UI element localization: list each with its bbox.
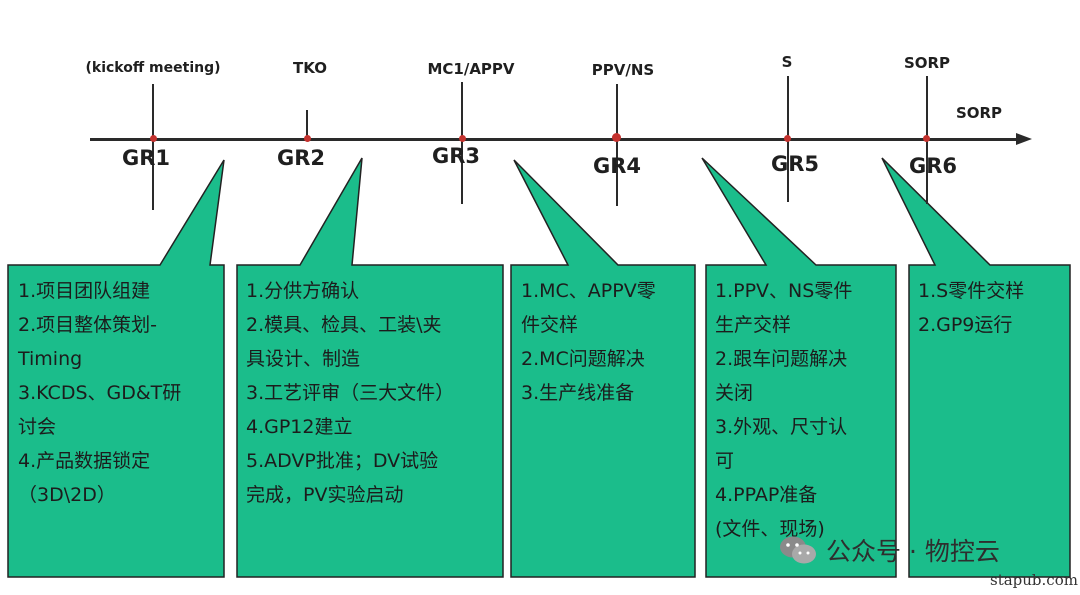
watermark: 公众号 · 物控云 <box>778 532 1000 568</box>
tick-gr4 <box>616 84 618 206</box>
box-gr3-text: 1.MC、APPV零 件交样 2.MC问题解决 3.生产线准备 <box>521 274 656 410</box>
callout-box-gr1 <box>7 159 225 578</box>
box-line: 1.S零件交样 <box>918 280 1025 302</box>
box-line: 3.生产线准备 <box>521 382 635 404</box>
callout-box-gr3 <box>510 159 696 578</box>
callout-box-gr2 <box>236 157 504 578</box>
site-watermark: stapub.com <box>990 571 1078 589</box>
milestone-label-gr4: PPV/NS <box>591 61 655 79</box>
box-line: 1.项目团队组建 <box>18 280 151 302</box>
box-line: 2.跟车问题解决 <box>715 348 848 370</box>
timeline-arrow-icon <box>1016 133 1032 145</box>
box-line: 生产交样 <box>715 314 792 336</box>
gate-dot-gr2 <box>304 135 311 142</box>
box-line: 关闭 <box>715 382 754 404</box>
box-gr1-text: 1.项目团队组建 2.项目整体策划- Timing 3.KCDS、GD&T研 讨… <box>18 274 181 512</box>
gate-dot-gr6 <box>923 135 930 142</box>
box-line: 5.ADVP批准；DV试验 <box>246 450 439 472</box>
gate-label-gr4: GR4 <box>592 154 642 178</box>
box-gr2-text: 1.分供方确认 2.模具、检具、工装\夹 具设计、制造 3.工艺评审（三大文件）… <box>246 274 454 512</box>
gate-label-gr6: GR6 <box>908 154 958 178</box>
gate-dot-gr4 <box>612 133 621 142</box>
gate-label-gr3: GR3 <box>431 144 481 168</box>
timeline-end-label: SORP <box>955 104 1003 122</box>
box-line: 具设计、制造 <box>246 348 361 370</box>
box-line: 3.外观、尺寸认 <box>715 416 848 438</box>
watermark-text: 公众号 · 物控云 <box>826 537 1000 566</box>
gate-dot-gr5 <box>784 135 791 142</box>
box-line: （3D\2D） <box>18 484 116 506</box>
milestone-label-gr3: MC1/APPV <box>427 60 515 78</box>
box-line: 2.MC问题解决 <box>521 348 645 370</box>
gate-label-gr5: GR5 <box>770 152 820 176</box>
tick-gr3 <box>461 82 463 204</box>
tick-gr2 <box>306 110 308 140</box>
box-gr6-text: 1.S零件交样 2.GP9运行 <box>918 274 1024 342</box>
box-line: 2.项目整体策划- <box>18 314 157 336</box>
box-line: 2.模具、检具、工装\夹 <box>246 314 442 336</box>
box-line: 1.PPV、NS零件 <box>715 280 853 302</box>
box-line: 4.GP12建立 <box>246 416 353 438</box>
box-line: 件交样 <box>521 314 579 336</box>
box-line: Timing <box>18 348 83 370</box>
milestone-label-gr5: S <box>781 53 793 71</box>
box-line: 完成，PV实验启动 <box>246 484 404 506</box>
milestone-label-gr2: TKO <box>293 59 327 77</box>
box-line: 可 <box>715 450 735 472</box>
box-line: 1.分供方确认 <box>246 280 360 302</box>
gate-dot-gr3 <box>459 135 466 142</box>
callout-box-gr6 <box>881 157 1071 578</box>
box-gr4-gr5-text: 1.PPV、NS零件 生产交样 2.跟车问题解决 关闭 3.外观、尺寸认 可 4… <box>715 274 852 546</box>
gate-label-gr1: GR1 <box>121 146 171 170</box>
gate-label-gr2: GR2 <box>276 146 326 170</box>
wechat-icon <box>778 534 818 566</box>
box-line: 1.MC、APPV零 <box>521 280 656 302</box>
callout-box-gr4-gr5 <box>701 157 897 578</box>
box-line: 3.工艺评审（三大文件） <box>246 382 455 404</box>
box-line: 4.PPAP准备 <box>715 484 818 506</box>
timeline-axis <box>90 138 1020 141</box>
box-line: 2.GP9运行 <box>918 314 1013 336</box>
box-line: (文件、现场) <box>715 518 825 540</box>
box-line: 4.产品数据锁定 <box>18 450 151 472</box>
milestone-label-gr6: SORP <box>903 54 951 72</box>
tick-gr1 <box>152 84 154 210</box>
box-line: 讨会 <box>18 416 57 438</box>
box-line: 3.KCDS、GD&T研 <box>18 382 182 404</box>
gate-dot-gr1 <box>150 135 157 142</box>
milestone-label-gr1: (kickoff meeting) <box>85 60 221 76</box>
